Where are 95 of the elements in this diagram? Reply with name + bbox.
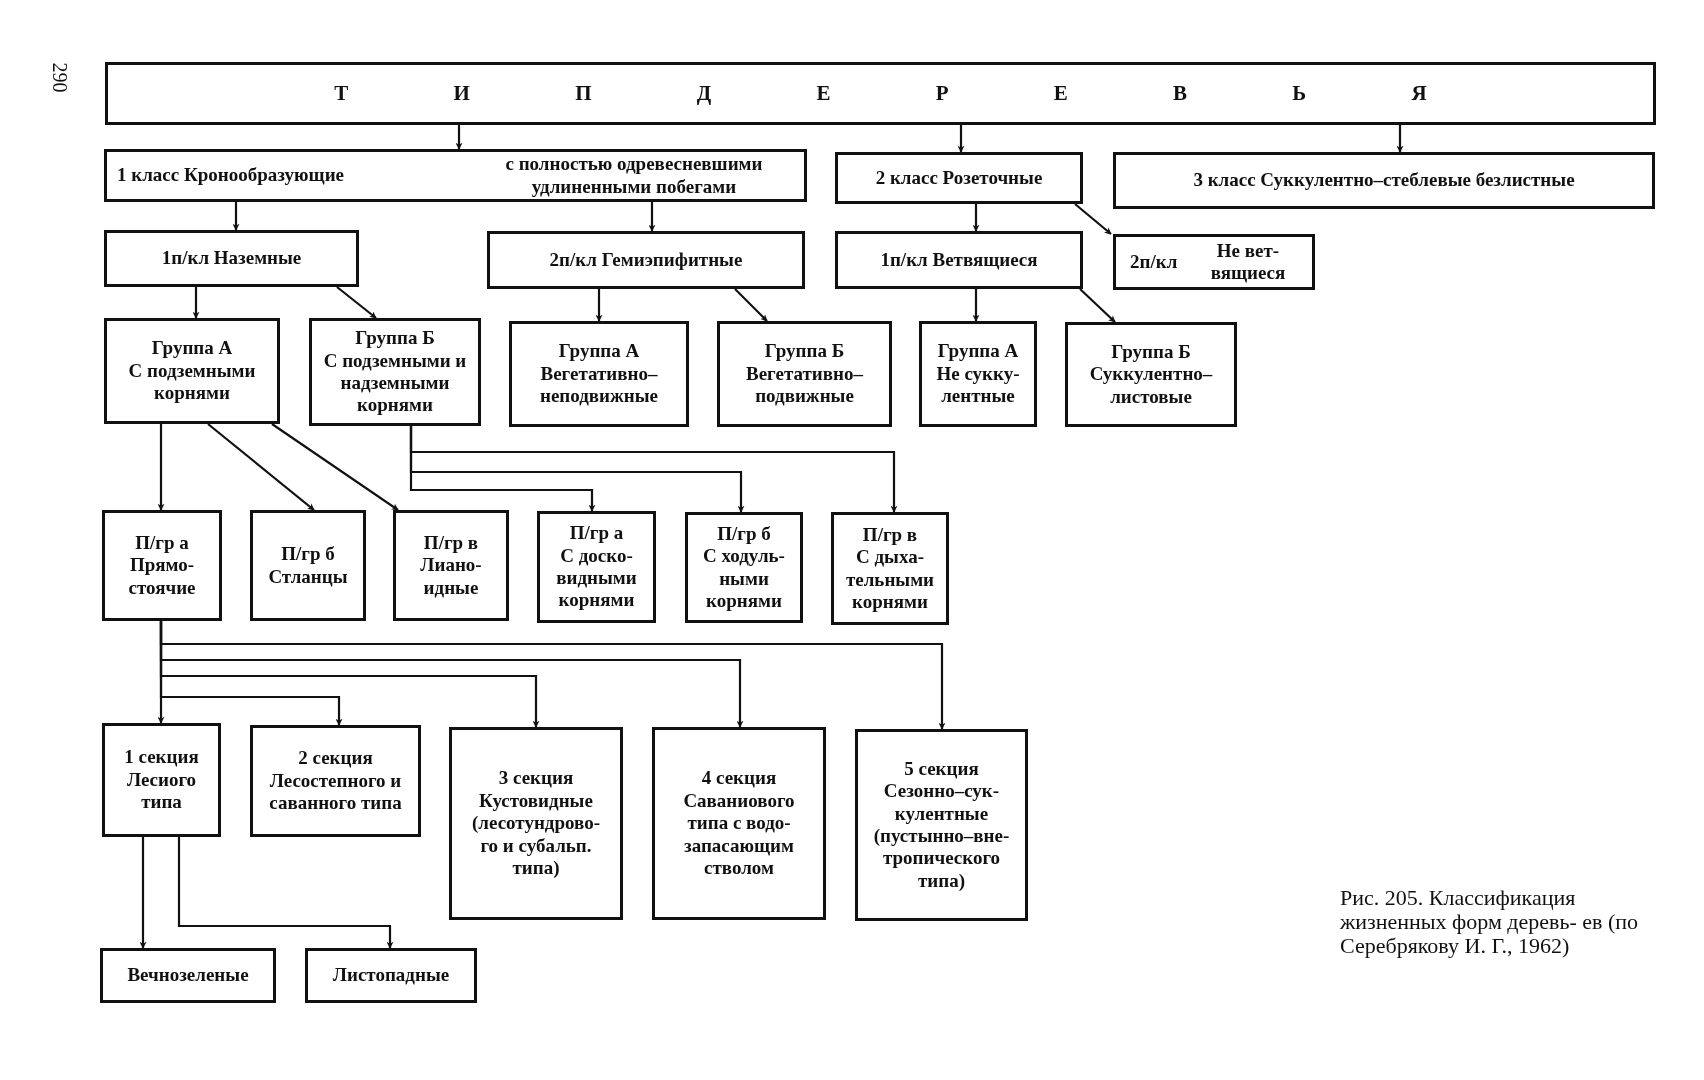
- figure-caption: Рис. 205. Классификация жизненных форм деревь- ев (по Серебрякову И. Г., 1962): [1340, 886, 1640, 959]
- arrow: [139, 837, 147, 949]
- box-heading: П/гр в: [423, 531, 479, 555]
- arrow: [648, 202, 656, 232]
- arrow: [207, 423, 315, 511]
- box-heading: Группа А: [151, 337, 233, 360]
- arrow: [157, 424, 165, 511]
- box-text: С подземными и надземными корнями: [322, 349, 468, 417]
- box-heading: Т И П Д Е Р Е В Ь Я: [334, 81, 1427, 106]
- box-text: Саваниового типа с водо- запасающим стволом: [682, 789, 796, 880]
- arrow: [271, 423, 399, 511]
- box-heading: 2 секция: [298, 747, 373, 770]
- box-text: С ходуль- ными корнями: [702, 545, 786, 613]
- arrow: [159, 621, 946, 730]
- box: [102, 723, 221, 837]
- box-heading: Группа А: [558, 340, 640, 363]
- arrow: [972, 204, 980, 232]
- box: [104, 318, 280, 424]
- box-heading: 1 секция: [124, 746, 199, 769]
- box: [835, 231, 1083, 289]
- box: [717, 321, 892, 427]
- box-heading: 5 секция: [904, 757, 979, 781]
- box-text: С доско- видными корнями: [555, 544, 638, 612]
- box-text: Суккулентно– листовые: [1088, 363, 1214, 409]
- arrow: [957, 125, 965, 153]
- box-heading: 2 класс Розеточные: [875, 166, 1043, 190]
- box-heading: П/гр а: [569, 522, 624, 545]
- box-text: Не сукку- лентные: [935, 362, 1021, 408]
- box-text: Сезонно–сук- кулентные (пустынно–вне- тропического типа): [872, 780, 1011, 893]
- box: [487, 231, 805, 289]
- box: [104, 230, 359, 287]
- arrow: [409, 426, 898, 513]
- box-text: Лесиого типа: [125, 768, 198, 814]
- box: [100, 948, 276, 1003]
- box-text: Прямо- стоячие: [127, 554, 197, 600]
- box: [104, 149, 807, 202]
- box: [831, 512, 949, 625]
- box-heading: П/гр б: [281, 543, 335, 566]
- box: [105, 62, 1656, 125]
- box: [309, 318, 481, 426]
- box-text: Кустовидные (лесотундрово- го и субальп. типа): [471, 789, 601, 880]
- box: [250, 725, 421, 837]
- box-text: Стланцы: [268, 565, 348, 588]
- box: [855, 729, 1028, 921]
- box-text: Не вет- вящиеся: [1209, 239, 1287, 285]
- box-heading: Группа А: [937, 340, 1019, 363]
- box: [449, 727, 623, 920]
- box-text: Лесостепного и саванного типа: [268, 769, 403, 815]
- box-heading: 3 класс Суккулентно–стеблевые безлистные: [1193, 169, 1575, 192]
- box-heading: П/гр б: [717, 522, 771, 546]
- box-heading: Группа Б: [1111, 340, 1191, 364]
- box-text: Лиано- идные: [419, 554, 483, 600]
- box: [685, 512, 803, 623]
- box-heading: 2п/кл: [1130, 250, 1178, 274]
- box-heading: Вечнозеленые: [127, 964, 249, 987]
- arrow: [455, 125, 463, 150]
- box-text: с полностью одревесневшими удлиненными побегами: [504, 153, 764, 198]
- arrow: [1079, 288, 1116, 323]
- box-text: Вегетативно– неподвижные: [538, 362, 660, 408]
- box-heading: П/гр в: [862, 523, 918, 547]
- box: [1113, 152, 1655, 209]
- box-heading: 1п/кл Наземные: [161, 247, 302, 270]
- arrow: [336, 286, 377, 319]
- box-heading: 1п/кл Ветвящиеся: [880, 248, 1038, 272]
- box: [250, 510, 366, 621]
- box-heading: Группа Б: [355, 327, 435, 350]
- box-text: Вегетативно– подвижные: [745, 362, 864, 408]
- box-heading: 3 секция: [498, 767, 574, 790]
- page-number: 290: [47, 62, 71, 93]
- arrow: [595, 289, 603, 322]
- box-heading: 2п/кл Гемиэпифитные: [549, 248, 743, 272]
- box-heading: П/гр а: [135, 531, 189, 555]
- box: [393, 510, 509, 621]
- box: [537, 511, 656, 623]
- arrow: [734, 288, 768, 322]
- box: [919, 321, 1037, 427]
- box: [1113, 234, 1315, 290]
- box: [102, 510, 222, 621]
- arrow: [192, 287, 200, 319]
- box-heading: 4 секция: [701, 767, 777, 790]
- box: [305, 948, 477, 1003]
- box-text: С дыха- тельными корнями: [844, 546, 936, 614]
- box: [509, 321, 689, 427]
- box: [1065, 322, 1237, 427]
- box-heading: Группа Б: [764, 340, 845, 363]
- arrow: [232, 202, 240, 231]
- arrow: [177, 837, 394, 949]
- box-text: С подземными корнями: [127, 359, 257, 405]
- arrow: [1396, 125, 1404, 153]
- box: [652, 727, 826, 920]
- box-heading: Листопадные: [332, 964, 450, 987]
- box: [835, 152, 1083, 204]
- arrow: [972, 289, 980, 322]
- arrow: [1074, 203, 1112, 235]
- box-heading: 1 класс Кронообразующие: [117, 164, 344, 187]
